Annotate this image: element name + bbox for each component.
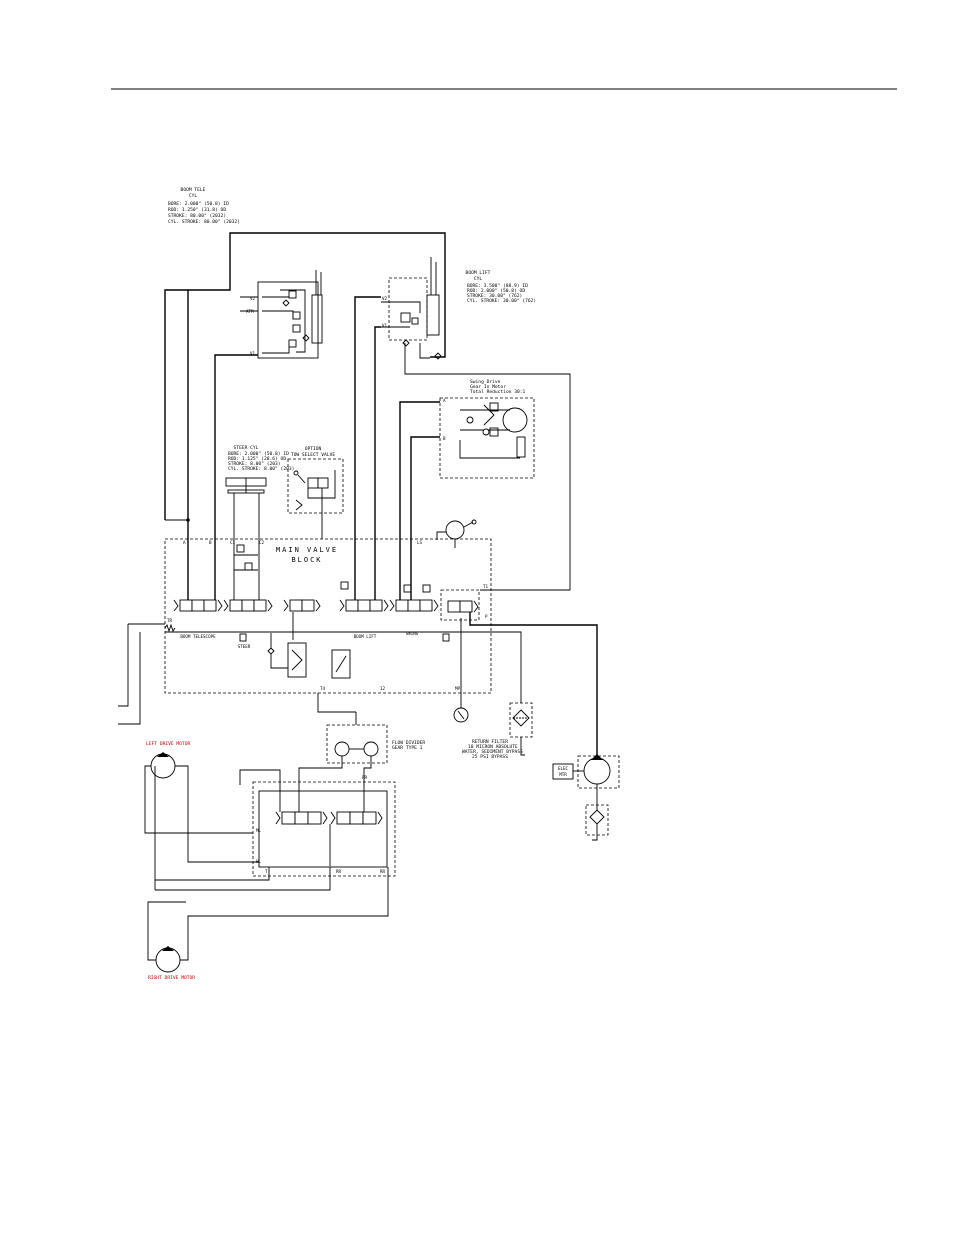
port-c1: C1 [230, 540, 236, 545]
tow-option-sub: TOW SELECT VALVE [291, 452, 335, 458]
steer-cylinder [225, 477, 267, 580]
flow-divider-title: FLOW DIVIDER [392, 740, 425, 746]
port-b-tele: B [209, 540, 212, 545]
boom-tele-note: BORE: 2.000" (50.8) ID [168, 201, 229, 207]
flow-divider-sub: GEAR TYPE 1 [392, 745, 423, 751]
section-swing-label: SWING [406, 631, 419, 636]
port-b-swing: B [443, 436, 446, 441]
port-12: 12 [380, 686, 386, 691]
port-v1: V1 [250, 351, 256, 356]
elec-motor-label-1: ELEC [558, 766, 569, 771]
port-tr: TR [167, 618, 173, 623]
hydraulic-lines [118, 232, 598, 891]
right-drive-motor: RIGHT DRIVE MOTOR [147, 867, 389, 981]
port-c2: C2 [259, 540, 265, 545]
steer-note: STROKE: 8.00" (203) [228, 461, 281, 467]
steer-note: CYL. STROKE: 8.00" (203) [228, 466, 294, 472]
return-filter-note: 25 PSI BYPASS [472, 754, 508, 760]
port-pr: PR [362, 775, 368, 780]
steer-note: ROD: 1.125" (28.6) OD [228, 456, 286, 462]
swing-drive-sub: Gear In Motor [470, 384, 506, 390]
port-rr: RR [336, 869, 342, 874]
boom-lift-cyl-title-1: BOOM LIFT [466, 270, 491, 276]
port-a-tele: A [183, 540, 186, 545]
port-hl: HL [256, 859, 262, 864]
port-mp: MP [455, 686, 461, 691]
pressure-gauge [453, 618, 469, 723]
spool-boom-telescope: BOOM TELESCOPE [173, 599, 223, 639]
spool-aux [283, 599, 321, 612]
tow-select-valve: OPTION TOW SELECT VALVE [287, 446, 344, 514]
boom-tele-note: CYL. STROKE: 80.00" (2032) [168, 219, 240, 225]
port-p: P [485, 614, 488, 619]
swing-drive: Swing Drive Gear In Motor Total Reductio… [439, 379, 535, 479]
drive-valve-block: ML HL T RR RR PR [252, 775, 396, 877]
port-a-swing: A [443, 398, 446, 403]
boom-lift-note: ROD: 2.000" (50.8) OD [467, 288, 525, 294]
pump-motor-assembly: ELEC MTR [552, 754, 620, 841]
spool-swing: SWING [389, 584, 439, 636]
spool-steer: STEER [223, 599, 273, 649]
port-ls: LS [417, 540, 423, 545]
elec-motor-label-2: MTR [559, 772, 567, 777]
left-drive-motor: LEFT DRIVE MOTOR [144, 741, 259, 863]
port-v1-lift: V1 [382, 323, 388, 328]
port-t: T [265, 869, 268, 874]
port-v2-lift: V2 [382, 296, 388, 301]
return-filter-note: WATER, SEDIMENT BYPASS [462, 749, 523, 755]
boom-tele-cyl-title-1: BOOM TELE [181, 187, 206, 193]
swing-drive-ratio: Total Reduction 30:1 [470, 389, 526, 395]
boom-lift-cyl-title-2: CYL [474, 276, 483, 282]
boom-tele-cyl-title-2: CYL [189, 193, 198, 199]
steer-note: BORE: 2.000" (50.8) ID [228, 451, 289, 457]
port-ml: ML [256, 828, 262, 833]
boom-lift-note: STROKE: 30.00" (762) [467, 293, 522, 299]
main-valve-subtitle: BLOCK [291, 556, 322, 564]
boom-lift-cyl-label: BOOM LIFT CYL BORE: 3.500" (88.9) ID ROD… [466, 270, 537, 304]
boom-lift-note: CYL. STROKE: 30.00" (762) [467, 298, 536, 304]
main-valve-title: MAIN VALVE [276, 546, 338, 554]
spool-inlet [440, 589, 480, 621]
port-rr2: RR [380, 869, 386, 874]
boom-tele-cyl-label: BOOM TELE CYL BORE: 2.000" (50.8) ID ROD… [168, 187, 240, 225]
steer-cyl-label: STEER CYL BORE: 2.000" (50.8) ID ROD: 1.… [228, 445, 294, 472]
left-drive-motor-label: LEFT DRIVE MOTOR [146, 741, 190, 747]
main-valve-block: MAIN VALVE BLOCK BOOM TELESCOPE STEER [164, 538, 492, 694]
port-t1: T1 [483, 584, 489, 589]
boom-tele-note: ROD: 1.250" (31.8) OD [168, 207, 226, 213]
section-steer-label: STEER [238, 644, 251, 649]
section-boom-lift-label: BOOM LIFT [354, 634, 377, 639]
tow-option-title: OPTION [305, 446, 322, 452]
steer-cyl-title: STEER CYL [234, 445, 259, 451]
return-filter-title: RETURN FILTER [472, 739, 508, 745]
port-t4: T4 [320, 686, 326, 691]
swing-drive-title: Swing Drive [470, 379, 501, 385]
boom-lift-note: BORE: 3.500" (88.9) ID [467, 283, 528, 289]
return-filter: RETURN FILTER 10 MICRON ABSOLUTE WATER, … [462, 680, 533, 760]
boom-tele-holding-valve: V2 ATM V1 [246, 270, 323, 359]
right-drive-motor-label: RIGHT DRIVE MOTOR [148, 975, 195, 981]
port-v2: V2 [250, 296, 256, 301]
port-atm: ATM [246, 309, 254, 314]
return-filter-note: 10 MICRON ABSOLUTE [468, 744, 518, 750]
spool-boom-lift: BOOM LIFT [339, 581, 389, 639]
boom-tele-note: STROKE: 80.00" (2032) [168, 213, 226, 219]
pressure-switch [436, 519, 477, 548]
boom-lift-holding-valve: V2 V1 [381, 257, 442, 360]
section-boom-telescope-label: BOOM TELESCOPE [180, 634, 216, 639]
flow-divider: FLOW DIVIDER GEAR TYPE 1 [326, 712, 425, 764]
